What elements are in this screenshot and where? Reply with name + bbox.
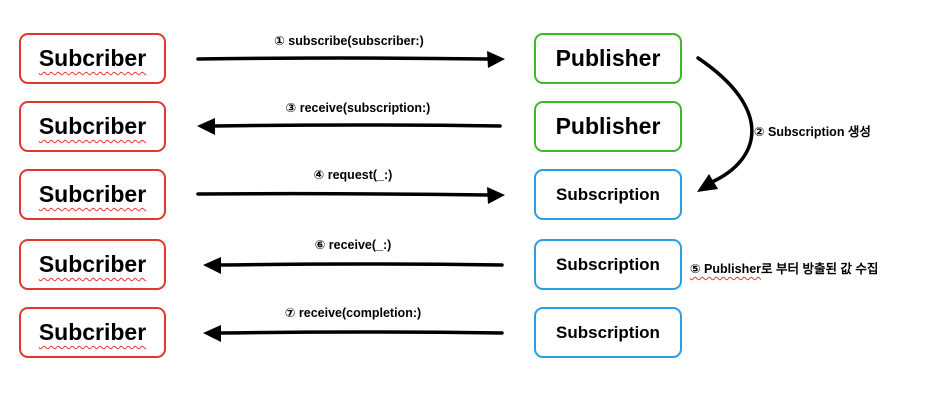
step-label-subscribe: ① subscribe(subscriber:) — [274, 34, 424, 48]
subscription-box-2: Subscription — [534, 239, 682, 290]
arrow-create-subscription — [696, 56, 754, 184]
subscriber-box-5: Subcriber — [19, 307, 166, 358]
step-label-collect-values-publisher: ⑤ Publisher — [690, 262, 762, 276]
step-label-collect-values-rest: 로 부터 방출된 값 수집 — [761, 262, 879, 276]
step-label-collect-values: ⑤ Publisher로 부터 방출된 값 수집 — [690, 258, 878, 277]
arrowhead-subscribe — [487, 51, 505, 68]
step-label-request: ④ request(_:) — [313, 168, 393, 182]
arrowhead-receive-value — [203, 257, 221, 274]
step-label-receive-value: ⑥ receive(_:) — [314, 238, 392, 252]
arrowhead-create-subscription — [697, 174, 718, 192]
subscription-box-3: Subscription — [534, 307, 682, 358]
arrow-subscribe — [196, 56, 490, 61]
step-label-receive-subscription: ③ receive(subscription:) — [285, 101, 431, 115]
arrowhead-receive-subscription — [197, 118, 215, 135]
subscriber-box-4: Subcriber — [19, 239, 166, 290]
step-label-create-subscription: ② Subscription 생성 — [754, 125, 871, 139]
arrow-receive-completion — [218, 330, 504, 335]
arrow-request — [196, 191, 490, 197]
arrow-receive-subscription — [212, 123, 502, 128]
publisher-box-1: Publisher — [534, 33, 682, 84]
subscriber-box-2: Subcriber — [19, 101, 166, 152]
arrowhead-request — [487, 187, 505, 204]
subscription-box-1: Subscription — [534, 169, 682, 220]
publisher-box-2: Publisher — [534, 101, 682, 152]
arrowhead-receive-completion — [203, 325, 221, 342]
subscriber-box-1: Subcriber — [19, 33, 166, 84]
step-label-receive-completion: ⑦ receive(completion:) — [284, 306, 422, 320]
arrow-receive-value — [218, 262, 504, 267]
subscriber-box-3: Subcriber — [19, 169, 166, 220]
